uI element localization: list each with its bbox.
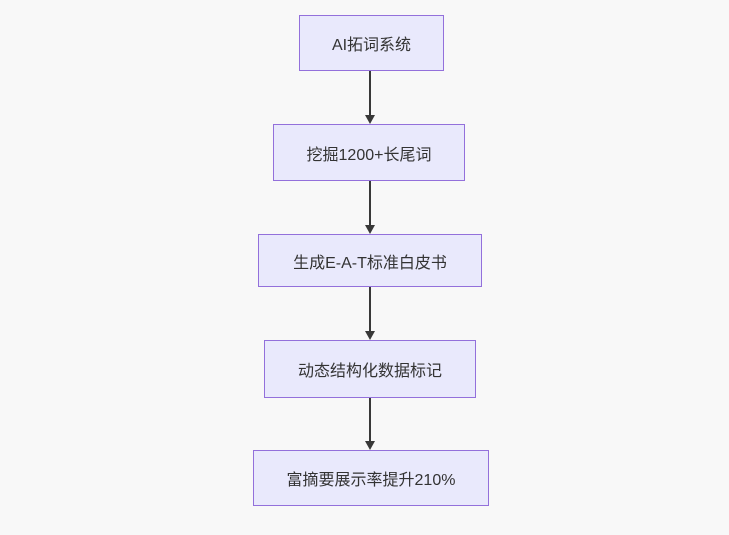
flow-node-rich-snippet-rate: 富摘要展示率提升210% <box>253 450 489 506</box>
flow-node-ai-word-expansion-system: AI拓词系统 <box>299 15 444 71</box>
flow-node-label: 动态结构化数据标记 <box>297 363 442 380</box>
arrow-head-down-icon <box>365 225 375 234</box>
arrow-line <box>369 71 371 115</box>
arrow-head-down-icon <box>365 115 375 124</box>
flow-arrow-1 <box>365 71 375 124</box>
flow-arrow-2 <box>365 181 375 234</box>
arrow-head-down-icon <box>365 441 375 450</box>
flow-node-label: 生成E-A-T标准白皮书 <box>293 254 447 272</box>
flow-node-structured-data-markup: 动态结构化数据标记 <box>264 340 476 398</box>
flow-node-label: 富摘要展示率提升210% <box>286 472 456 489</box>
flow-node-longtail-keywords: 挖掘1200+长尾词 <box>273 124 465 181</box>
arrow-line <box>369 181 371 225</box>
flow-arrow-3 <box>365 287 375 340</box>
arrow-line <box>369 287 371 331</box>
flow-node-label: AI拓词系统 <box>331 37 412 54</box>
flow-node-eat-whitepaper: 生成E-A-T标准白皮书 <box>258 234 482 287</box>
arrow-line <box>369 398 371 441</box>
flow-arrow-4 <box>365 398 375 450</box>
flow-node-label: 挖掘1200+长尾词 <box>306 146 432 164</box>
arrow-head-down-icon <box>365 331 375 340</box>
